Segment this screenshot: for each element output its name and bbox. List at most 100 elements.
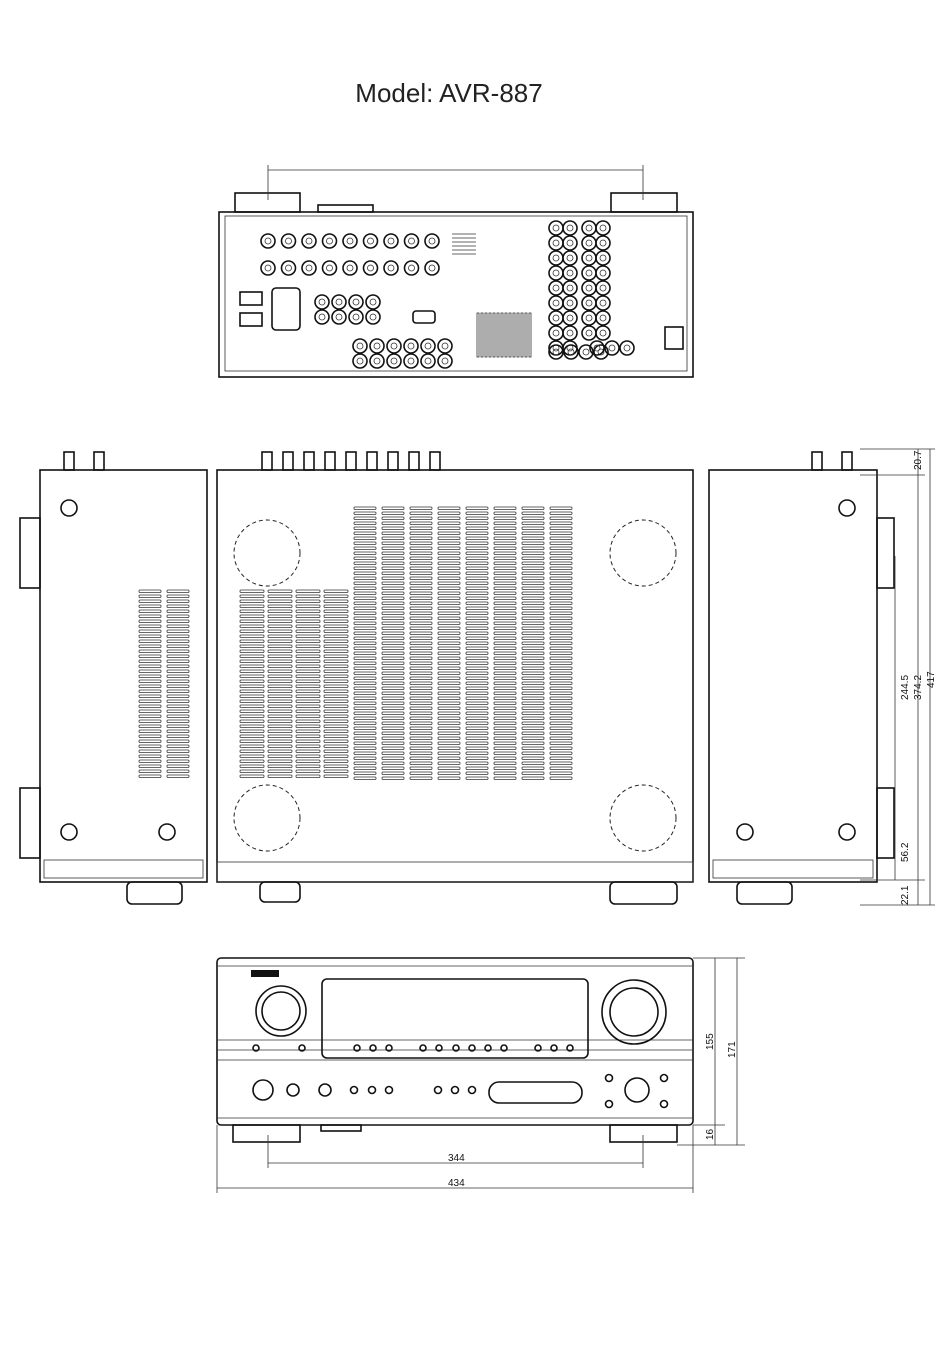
vent-slot [239, 744, 265, 748]
rca-jack-center [585, 314, 593, 322]
vent-slot [465, 636, 489, 640]
rca-jack [562, 310, 578, 326]
front-button [659, 1073, 669, 1083]
vent-slot [353, 761, 377, 765]
vent-slot [437, 576, 461, 580]
rca-jack-center [585, 329, 593, 337]
vent-slot [409, 671, 433, 675]
vent-slot [549, 701, 573, 705]
vent-slot [409, 511, 433, 515]
vent-slot [166, 604, 190, 608]
vent-slot [295, 654, 321, 658]
vent-slot [493, 691, 517, 695]
vent-slot [323, 674, 349, 678]
vent-slot [381, 586, 405, 590]
vent-slot [521, 601, 545, 605]
vent-slot [166, 654, 190, 658]
right-side-outline [708, 469, 878, 883]
vent-slot [166, 664, 190, 668]
vent-slot [437, 761, 461, 765]
vent-slot [465, 586, 489, 590]
vent-slot [493, 651, 517, 655]
vent-slot [465, 511, 489, 515]
vent-slot [323, 769, 349, 773]
vent-slot [521, 716, 545, 720]
vent-slot [295, 734, 321, 738]
vent-slot [138, 744, 162, 748]
vent-slot [521, 756, 545, 760]
front-button [435, 1044, 443, 1052]
rca-jack [352, 338, 368, 354]
rca-jack [581, 220, 597, 236]
vent-slot [267, 674, 293, 678]
vent-slot [295, 689, 321, 693]
front-button [349, 1085, 359, 1095]
vent-slot [381, 621, 405, 625]
front-dimensions: 155 171 16 344 434 [216, 957, 745, 1193]
vent-slot [353, 756, 377, 760]
vent-slot [267, 714, 293, 718]
vent-slot [138, 729, 162, 733]
input-selector-knob [255, 985, 307, 1037]
vent-slot [516, 312, 520, 358]
vent-slot [295, 674, 321, 678]
dim-20-7: 20.7 [913, 450, 924, 470]
rca-jack-center [585, 239, 593, 247]
vent-slot [493, 756, 517, 760]
vent-slot [437, 641, 461, 645]
vent-slot [521, 651, 545, 655]
vent-slot [437, 651, 461, 655]
rca-jack-center [585, 269, 593, 277]
vent-slot [323, 684, 349, 688]
rca-jack-center [585, 224, 593, 232]
vent-slot [381, 661, 405, 665]
rca-jack [581, 295, 597, 311]
vent-slot [493, 746, 517, 750]
vent-slot [409, 741, 433, 745]
vent-slot [437, 556, 461, 560]
vent-slot [267, 739, 293, 743]
vent-slot [166, 704, 190, 708]
knob-top [811, 451, 823, 471]
vent-slot [493, 671, 517, 675]
vent-slot [549, 716, 573, 720]
rca-jack-center [599, 239, 607, 247]
vent-slot [521, 666, 545, 670]
rca-jack [403, 338, 419, 354]
vent-slot [493, 571, 517, 575]
rca-jack-center [599, 224, 607, 232]
vent-slot [409, 506, 433, 510]
knob-top [408, 451, 420, 471]
vent-slot [353, 636, 377, 640]
vent-slot [493, 631, 517, 635]
rca-jack [321, 260, 338, 276]
vent-slot [323, 709, 349, 713]
vent-slot [166, 629, 190, 633]
vent-slot [521, 511, 545, 515]
vent-slot [353, 576, 377, 580]
front-button [353, 1044, 361, 1052]
vent-slot [504, 312, 508, 358]
rca-jack-center [318, 298, 326, 306]
vent-slot [493, 636, 517, 640]
dim-22-1: 22.1 [900, 885, 911, 905]
vent-slot [166, 699, 190, 703]
rca-jack-center [566, 329, 574, 337]
vent-slot [521, 556, 545, 560]
vent-slot [166, 624, 190, 628]
vent-slot [295, 679, 321, 683]
vent-slot [437, 591, 461, 595]
vent-slot [353, 701, 377, 705]
master-volume-knob [601, 979, 667, 1045]
vent-slot [549, 756, 573, 760]
vent-slot [267, 614, 293, 618]
vent-slot [267, 744, 293, 748]
vent-slot [381, 521, 405, 525]
vent-slot [295, 709, 321, 713]
vent-slot [493, 726, 517, 730]
vent-slot [493, 656, 517, 660]
vent-slot [409, 761, 433, 765]
rca-jack-center [599, 254, 607, 262]
rca-jack [424, 260, 440, 276]
vent-slot [323, 759, 349, 763]
